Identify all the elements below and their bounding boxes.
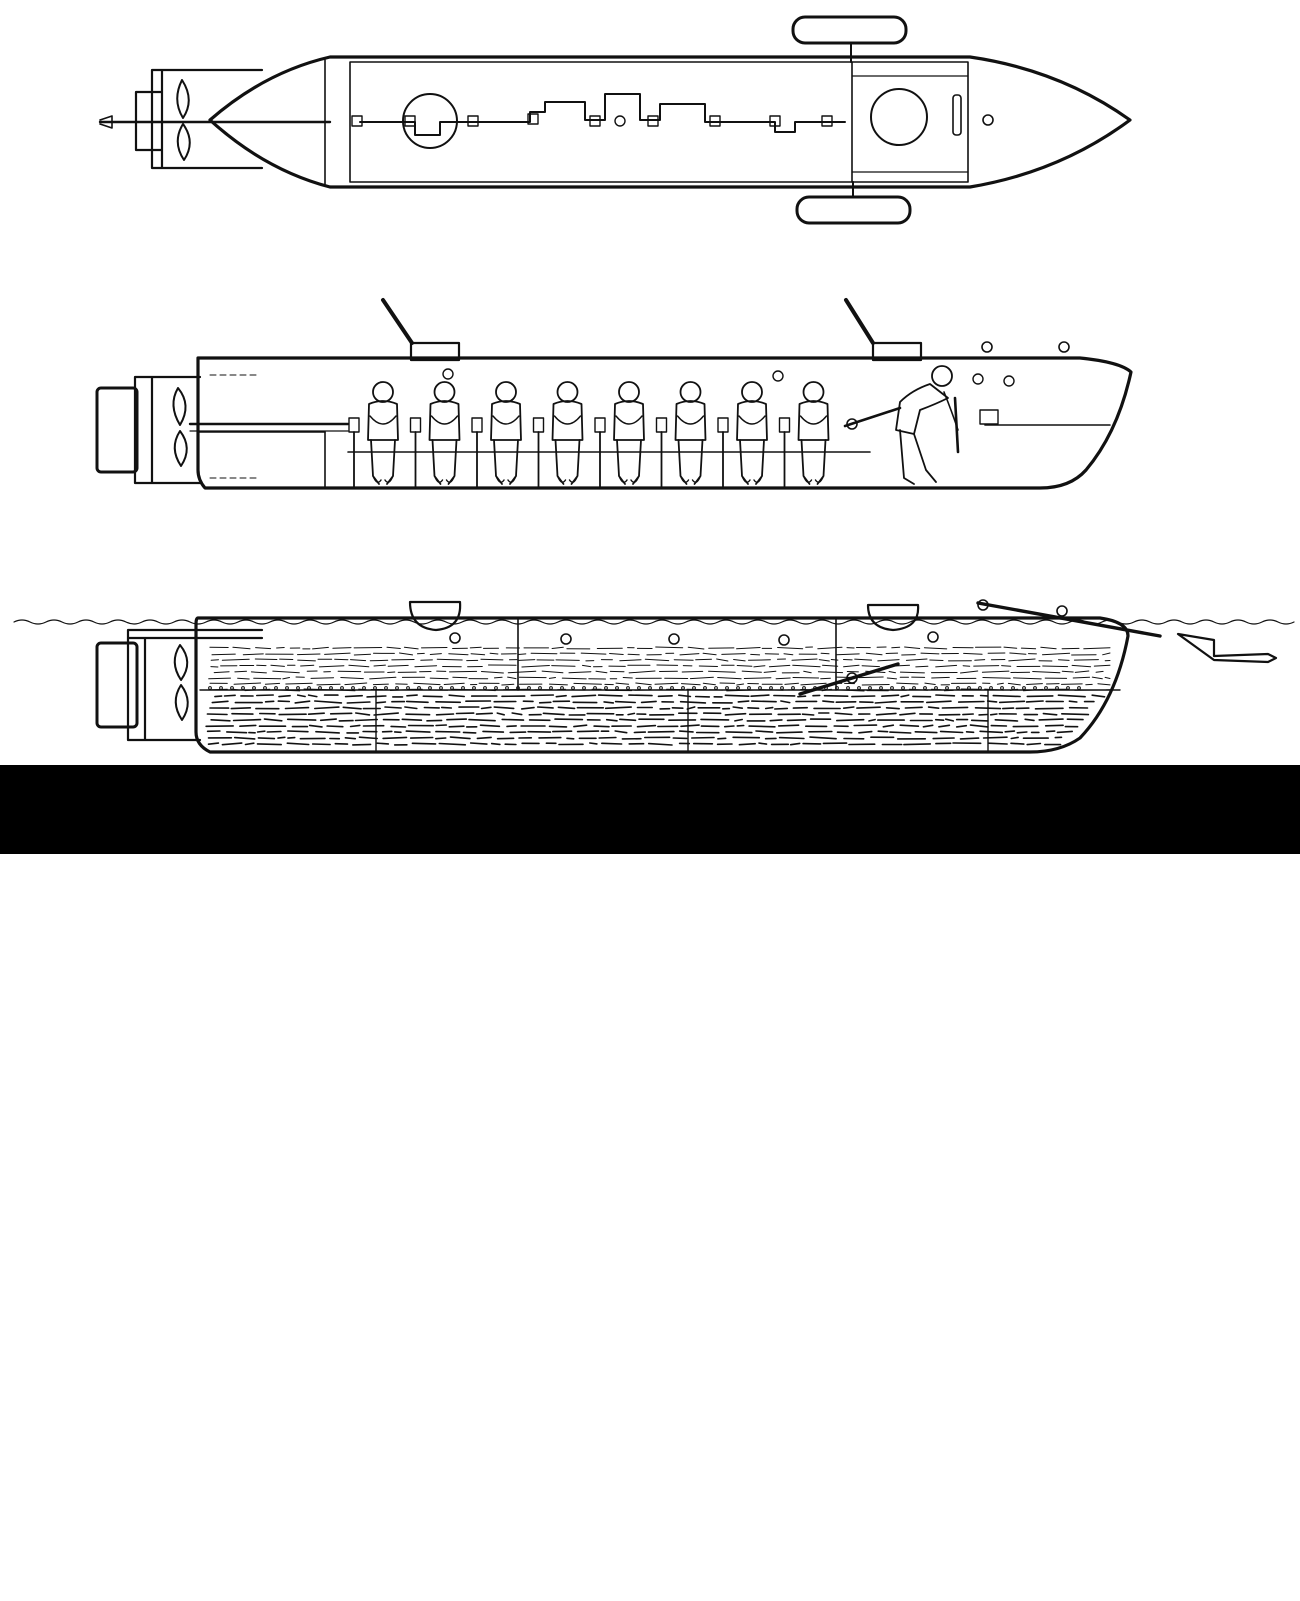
- rudder-aft: [97, 388, 137, 472]
- crew-member-seated: [430, 382, 460, 484]
- crew-group: [349, 366, 958, 488]
- crew-member-seated: [614, 382, 644, 484]
- submarine-engraving: [0, 0, 1300, 765]
- crew-seat: [657, 418, 667, 488]
- watermark-footer: alamy 2AGYAX6 www.alamy.com: [0, 765, 1300, 854]
- cutaway-propeller: [173, 388, 186, 466]
- crew-seat: [411, 418, 421, 488]
- exterior-view: [14, 600, 1294, 752]
- rudder-exterior: [97, 643, 137, 727]
- top-view: [100, 17, 1130, 223]
- crew-member-seated: [799, 382, 829, 484]
- crew-member-standing: [896, 366, 958, 484]
- diving-plane-starboard: [797, 197, 910, 223]
- crew-seat: [472, 418, 482, 488]
- hull-planking-texture: [206, 647, 1110, 745]
- spar-torpedo: [1178, 634, 1276, 662]
- crank-handle: [845, 408, 900, 426]
- crew-seat: [349, 418, 359, 488]
- crew-member-seated: [368, 382, 398, 484]
- crew-seat: [534, 418, 544, 488]
- crew-seat: [718, 418, 728, 488]
- diving-plane-port: [793, 17, 906, 43]
- conning-tower-exterior-aft: [410, 602, 460, 630]
- crew-member-seated: [737, 382, 767, 484]
- stock-image-id: 2AGYAX6: [1176, 1552, 1249, 1568]
- hatch-circle-fore: [871, 89, 927, 145]
- crank-shaft: [360, 94, 845, 135]
- site-url: www.alamy.com: [1126, 1578, 1249, 1594]
- waterline: [14, 620, 1294, 624]
- cutaway-stern-cage: [135, 377, 200, 483]
- crew-seat: [780, 418, 790, 488]
- crew-member-seated: [491, 382, 521, 484]
- top-view-stern-cage: [136, 70, 262, 168]
- crew-member-seated: [553, 382, 583, 484]
- cutaway-view: [97, 300, 1131, 488]
- exterior-propeller: [175, 645, 188, 720]
- crew-member-seated: [676, 382, 706, 484]
- top-view-propeller: [177, 80, 190, 160]
- alamy-logo: alamy: [50, 1548, 187, 1598]
- crew-seat: [595, 418, 605, 488]
